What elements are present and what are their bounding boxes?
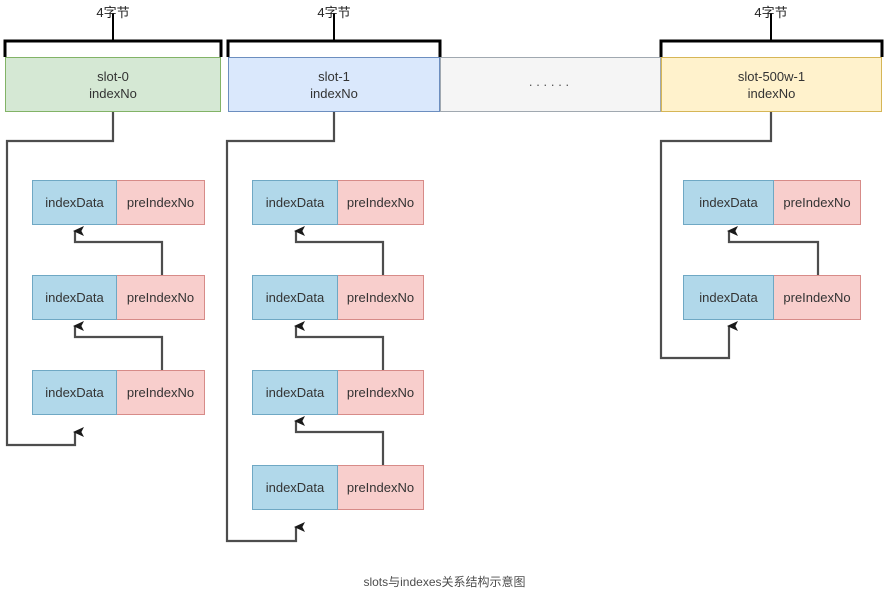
- slot-500w-1-field: indexNo: [747, 85, 796, 101]
- index-node-data: indexData: [32, 275, 117, 320]
- slot-0-name: slot-0: [97, 68, 129, 84]
- index-node[interactable]: indexData preIndexNo: [252, 370, 424, 415]
- chain-0-link-2-1: [73, 226, 164, 275]
- index-node-pre: preIndexNo: [774, 275, 861, 320]
- slot-0-field: indexNo: [89, 85, 137, 101]
- index-node-pre: preIndexNo: [338, 370, 424, 415]
- index-node[interactable]: indexData preIndexNo: [252, 180, 424, 225]
- index-node[interactable]: indexData preIndexNo: [683, 275, 861, 320]
- index-node[interactable]: indexData preIndexNo: [32, 275, 205, 320]
- index-node-pre: preIndexNo: [338, 275, 424, 320]
- index-node[interactable]: indexData preIndexNo: [252, 275, 424, 320]
- chain-1-link-4-3: [294, 416, 385, 465]
- index-node-data: indexData: [252, 370, 338, 415]
- chain-1-link-2-1: [294, 226, 385, 275]
- index-node-data: indexData: [252, 180, 338, 225]
- index-node[interactable]: indexData preIndexNo: [32, 370, 205, 415]
- bracket-label-slot-0: 4字节: [96, 5, 130, 20]
- slot-ellipsis-label: ······: [528, 77, 573, 92]
- chain-0-link-3-2: [73, 321, 164, 370]
- index-node-data: indexData: [252, 465, 338, 510]
- bracket-label-slot-500w-1: 4字节: [754, 5, 788, 20]
- index-node-pre: preIndexNo: [774, 180, 861, 225]
- index-node-data: indexData: [32, 370, 117, 415]
- slot-1-field: indexNo: [310, 85, 358, 101]
- slot-box-ellipsis[interactable]: ······: [440, 57, 661, 112]
- index-node-data: indexData: [683, 275, 774, 320]
- index-node[interactable]: indexData preIndexNo: [683, 180, 861, 225]
- slot-box-slot-1[interactable]: slot-1 indexNo: [228, 57, 440, 112]
- chain-2-feed-wire: [659, 112, 773, 360]
- slot-box-slot-0[interactable]: slot-0 indexNo: [5, 57, 221, 112]
- index-node-pre: preIndexNo: [338, 465, 424, 510]
- bracket-label-slot-1: 4字节: [317, 5, 351, 20]
- index-node-pre: preIndexNo: [117, 180, 205, 225]
- slot-1-name: slot-1: [318, 68, 350, 84]
- diagram-caption: slots与indexes关系结构示意图: [363, 575, 526, 589]
- index-node-pre: preIndexNo: [338, 180, 424, 225]
- index-node-data: indexData: [32, 180, 117, 225]
- slot-box-slot-500w-1[interactable]: slot-500w-1 indexNo: [661, 57, 882, 112]
- index-node[interactable]: indexData preIndexNo: [252, 465, 424, 510]
- slot-500w-1-name: slot-500w-1: [737, 68, 806, 84]
- index-node[interactable]: indexData preIndexNo: [32, 180, 205, 225]
- index-node-pre: preIndexNo: [117, 275, 205, 320]
- chain-1-link-3-2: [294, 321, 385, 370]
- index-node-data: indexData: [252, 275, 338, 320]
- chain-2-link-2-1: [727, 226, 820, 275]
- index-node-data: indexData: [683, 180, 774, 225]
- index-node-pre: preIndexNo: [117, 370, 205, 415]
